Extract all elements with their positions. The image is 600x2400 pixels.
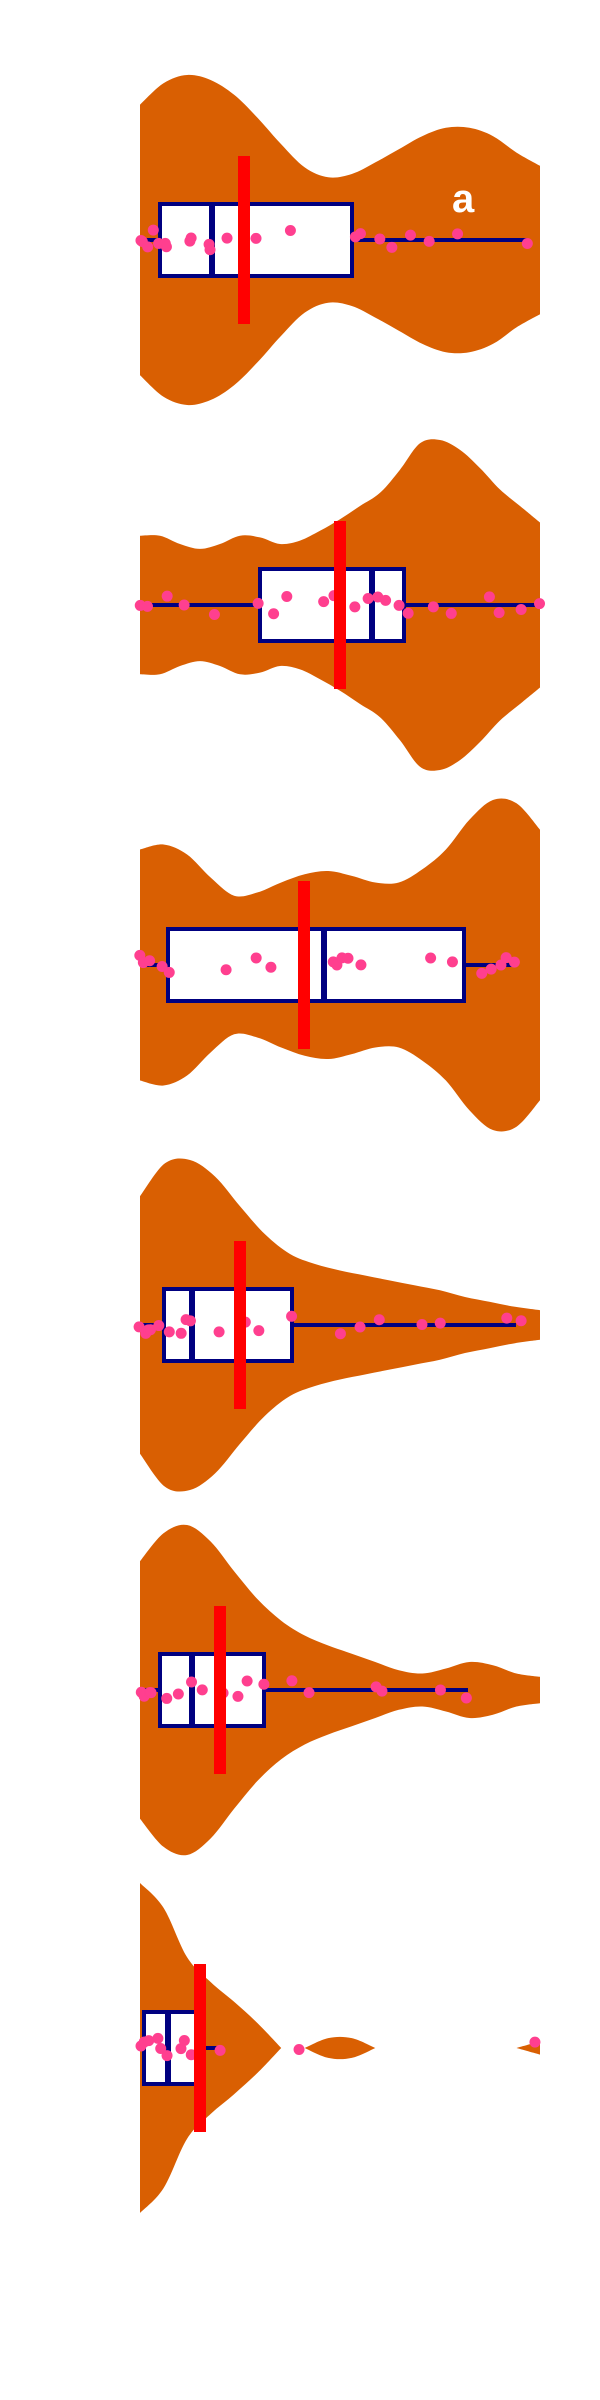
violin-group xyxy=(135,74,540,406)
data-point xyxy=(161,590,173,602)
data-point xyxy=(286,1675,298,1687)
data-point xyxy=(534,598,546,610)
data-point xyxy=(452,228,464,240)
data-point xyxy=(293,2043,305,2055)
data-point xyxy=(508,956,520,968)
data-point xyxy=(153,1320,165,1332)
data-point xyxy=(374,233,386,245)
data-point xyxy=(178,2034,190,2046)
data-point xyxy=(286,1310,298,1322)
data-point xyxy=(493,607,505,619)
data-point xyxy=(172,1688,184,1700)
data-point xyxy=(500,952,512,964)
data-point xyxy=(446,956,458,968)
data-point xyxy=(515,1315,527,1327)
iqr-box xyxy=(258,567,406,643)
data-point xyxy=(208,609,220,621)
data-point xyxy=(529,2036,541,2048)
data-point xyxy=(221,232,233,244)
data-point xyxy=(460,1692,472,1704)
data-point xyxy=(250,232,262,244)
data-point xyxy=(404,229,416,241)
data-point xyxy=(501,1312,513,1324)
violin-group xyxy=(134,439,546,771)
data-point xyxy=(268,608,280,620)
data-point xyxy=(349,601,361,613)
data-point xyxy=(393,599,405,611)
data-point xyxy=(161,1692,173,1704)
data-point xyxy=(253,1325,265,1337)
data-point xyxy=(196,1684,208,1696)
data-point xyxy=(334,1328,346,1340)
data-point xyxy=(143,2035,155,2047)
violin-group xyxy=(135,1524,540,1856)
data-point xyxy=(434,1317,446,1329)
data-point xyxy=(152,2032,164,2044)
data-point xyxy=(214,2044,226,2056)
data-point xyxy=(178,599,190,611)
data-point xyxy=(241,1675,253,1687)
data-point xyxy=(147,224,159,236)
data-point xyxy=(362,593,374,605)
data-point xyxy=(434,1684,446,1696)
data-point xyxy=(204,244,216,256)
data-point xyxy=(160,241,172,253)
data-point xyxy=(175,1327,187,1339)
violin-group xyxy=(135,1883,541,2213)
data-point xyxy=(342,952,354,964)
data-point xyxy=(252,597,264,609)
data-point xyxy=(376,1685,388,1697)
data-point xyxy=(386,241,398,253)
data-point xyxy=(163,966,175,978)
data-point xyxy=(515,603,527,615)
data-point xyxy=(155,2043,167,2055)
data-point xyxy=(402,607,414,619)
violin-body xyxy=(304,2036,376,2060)
data-point xyxy=(220,964,232,976)
data-point xyxy=(425,952,437,964)
data-point xyxy=(318,596,330,608)
iqr-box xyxy=(166,927,466,1003)
iqr-box xyxy=(162,1287,294,1363)
data-point xyxy=(184,1315,196,1327)
data-point xyxy=(354,228,366,240)
data-point xyxy=(485,963,497,975)
data-point xyxy=(373,1314,385,1326)
data-point xyxy=(521,237,533,249)
chart-annotation: a xyxy=(452,177,475,221)
data-point xyxy=(161,2050,173,2062)
data-point xyxy=(380,594,392,606)
violin-plots xyxy=(133,74,546,2213)
data-point xyxy=(232,1690,244,1702)
data-point xyxy=(476,967,488,979)
data-point xyxy=(416,1319,428,1331)
data-point xyxy=(258,1678,270,1690)
data-point xyxy=(186,1676,198,1688)
data-point xyxy=(142,241,154,253)
data-point xyxy=(185,232,197,244)
data-point xyxy=(144,955,156,967)
data-point xyxy=(355,959,367,971)
data-point xyxy=(303,1687,315,1699)
data-point xyxy=(427,601,439,613)
data-point xyxy=(445,607,457,619)
data-point xyxy=(141,600,153,612)
data-point xyxy=(423,235,435,247)
data-point xyxy=(213,1326,225,1338)
violin-group xyxy=(134,798,540,1132)
data-point xyxy=(145,1687,157,1699)
data-point xyxy=(144,1324,156,1336)
violin-group xyxy=(133,1158,540,1492)
data-point xyxy=(265,961,277,973)
data-point xyxy=(284,224,296,236)
data-point xyxy=(281,591,293,603)
data-point xyxy=(483,591,495,603)
data-point xyxy=(250,952,262,964)
data-point xyxy=(354,1321,366,1333)
data-point xyxy=(163,1326,175,1338)
